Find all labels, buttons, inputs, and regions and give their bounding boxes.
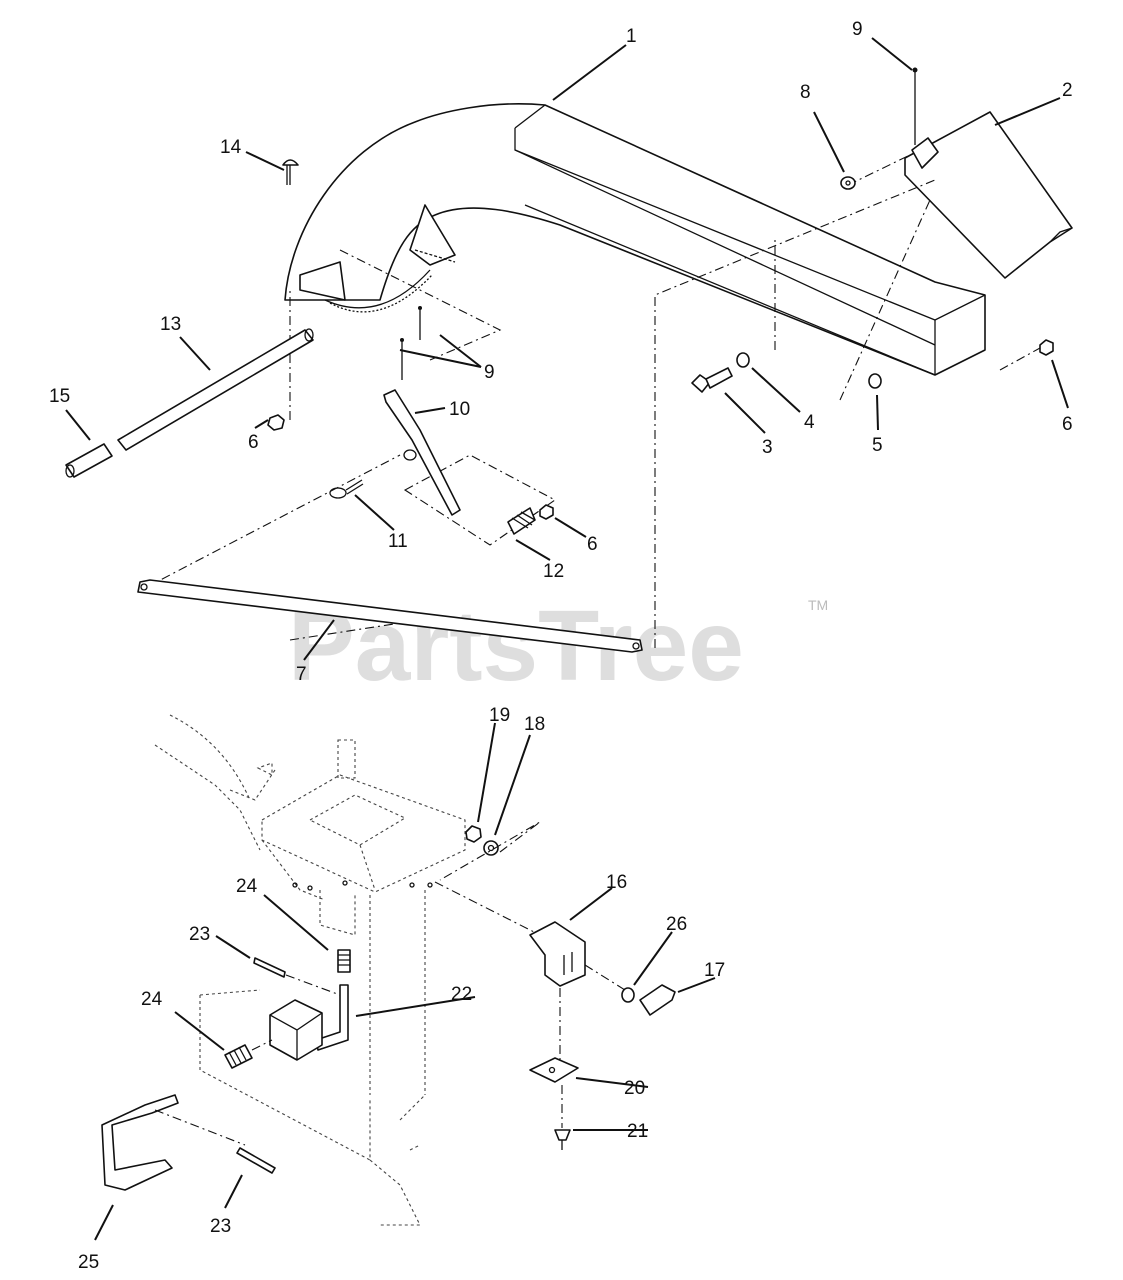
part-7-tie-rod [137,579,643,653]
part-24-spring-upper [337,949,351,973]
callout-5: 5 [872,435,883,456]
callout-23: 23 [210,1216,231,1237]
part-19-nut [465,825,482,843]
callout-11: 11 [388,531,408,552]
callout-9: 9 [852,19,863,40]
part-13-rod [117,329,314,451]
callout-20: 20 [624,1078,645,1099]
callout-15: 15 [49,386,70,407]
part-8-washer [840,176,856,190]
callout-14: 14 [220,137,242,158]
watermark-trademark: TM [808,597,828,613]
callout-26: 26 [666,914,687,935]
part-1-chute [284,103,986,376]
callout-24: 24 [141,989,163,1010]
callout-labels: 1 2 9 8 14 13 9 10 15 6 3 4 5 6 11 6 12 … [49,19,1073,1273]
part-24-spring-lower [224,1044,253,1069]
callout-6: 6 [587,534,598,555]
hardware-lower [101,821,676,1191]
callout-17: 17 [704,960,725,981]
callout-18: 18 [524,714,545,735]
part-15-grip [65,443,113,478]
callout-3: 3 [762,437,773,458]
chute-pivot-plate [409,204,456,266]
part-14-carriage-bolt [282,159,299,166]
part-23-pin-upper [253,957,286,978]
part-5-washer [868,373,882,389]
part-23-pin-lower [236,1147,276,1174]
part-16-bracket [529,921,586,987]
callout-23: 23 [189,924,210,945]
callout-25: 25 [78,1252,99,1273]
callout-4: 4 [804,412,815,433]
callout-16: 16 [606,872,627,893]
callout-6: 6 [248,432,259,453]
part-6-nut-spring [539,504,554,520]
alignment-lines-upper [144,154,1041,648]
part-4-washer [736,352,750,368]
callout-9: 9 [484,362,495,383]
callout-13: 13 [160,314,181,335]
callout-19: 19 [489,705,510,726]
chute-gear-segment [299,261,346,301]
part-2-deflector [904,111,1073,279]
callout-1: 1 [626,26,637,47]
callout-6: 6 [1062,414,1073,435]
part-26-washer [621,987,635,1003]
callout-8: 8 [800,82,811,103]
part-22-lever [315,984,349,1051]
callout-10: 10 [449,399,470,420]
part-6-nut-left [267,414,285,431]
deflector-tab [911,137,939,169]
part-10-crank [383,389,461,516]
part-6-nut-right [1039,339,1054,356]
housing-assembly [154,714,466,1226]
chute-assembly [284,103,1073,376]
callout-22: 22 [451,984,472,1005]
leader-lines [65,37,1069,1241]
part-18-washer [483,840,499,856]
callout-24: 24 [236,876,258,897]
callout-2: 2 [1062,80,1073,101]
callout-21: 21 [627,1121,648,1142]
callout-12: 12 [543,561,564,582]
part-25-handle [101,1094,179,1191]
part-11-eyebolt [329,479,364,499]
part-21-screw [554,1129,571,1141]
part-17-bolt [639,984,676,1016]
callout-7: 7 [296,664,307,685]
hardware-upper [65,67,1054,653]
